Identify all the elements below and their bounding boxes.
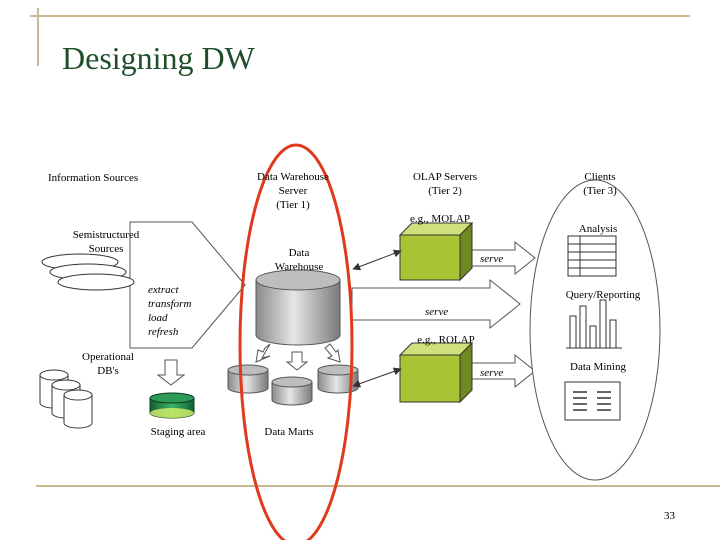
rolap-label: e.g., ROLAP xyxy=(417,334,475,346)
etl-arrow xyxy=(129,221,246,349)
rolap-cube-icon xyxy=(398,341,474,404)
clients-header-line2: (Tier 3) xyxy=(583,185,617,197)
semi-line2: Sources xyxy=(88,243,124,255)
data-mining-label: Data Mining xyxy=(570,361,626,373)
dw-label-line1: Data xyxy=(288,247,310,259)
serve-arrow-main xyxy=(351,278,521,330)
semistructured-sources-label: Semistructured Sources xyxy=(58,228,154,256)
molap-label: e.g., MOLAP xyxy=(410,213,470,225)
dw-server-highlight xyxy=(238,143,354,540)
etl-extract: extract xyxy=(148,284,179,296)
staging-area-icon xyxy=(149,392,195,419)
dw-server-header-line1: Data Warehouse xyxy=(257,171,329,183)
clients-header: Clients (Tier 3) xyxy=(570,170,630,198)
info-sources-header: Information Sources xyxy=(48,172,139,184)
clients-header-line1: Clients xyxy=(584,171,616,183)
operational-dbs-label: Operational DB's xyxy=(68,350,148,378)
data-warehouse-icon xyxy=(255,269,341,346)
etl-load: load xyxy=(148,312,168,324)
dw-server-header: Data Warehouse Server (Tier 1) xyxy=(238,170,348,212)
molap-cube-icon xyxy=(398,221,474,282)
olap-header-line1: OLAP Servers xyxy=(412,171,478,183)
oper-line2: DB's xyxy=(97,365,119,377)
olap-header-line2: (Tier 2) xyxy=(428,185,462,197)
slide-frame xyxy=(30,8,720,487)
serve-arrow-rolap xyxy=(469,353,536,389)
etl-refresh: refresh xyxy=(148,326,179,338)
etl-steps: extract transform load refresh xyxy=(148,283,191,339)
operational-db-icons xyxy=(39,369,93,429)
data-mining-doc-icon xyxy=(564,381,621,421)
serve-label-main: serve xyxy=(425,306,449,318)
query-reporting-chart-icon xyxy=(566,299,622,349)
dw-rolap-link xyxy=(352,367,402,388)
semistructured-disks xyxy=(41,253,135,291)
data-mart-icons xyxy=(227,364,359,406)
mart-arrows xyxy=(255,343,341,371)
serve-label-molap: serve xyxy=(480,253,504,265)
staging-area-label: Staging area xyxy=(150,426,206,438)
etl-transform: transform xyxy=(148,298,192,310)
page-number: 33 xyxy=(664,510,675,522)
slide-title: Designing DW xyxy=(62,40,255,76)
dw-server-header-line3: (Tier 1) xyxy=(276,199,310,211)
serve-label-rolap: serve xyxy=(480,367,504,379)
dw-molap-link xyxy=(352,249,402,271)
data-warehouse-label: Data Warehouse xyxy=(262,246,336,274)
dw-label-line2: Warehouse xyxy=(274,261,324,273)
dw-server-header-line2: Server xyxy=(278,185,308,197)
staging-arrow xyxy=(156,359,186,386)
serve-arrow-molap xyxy=(469,240,536,276)
data-marts-label: Data Marts xyxy=(264,426,314,438)
olap-servers-header: OLAP Servers (Tier 2) xyxy=(395,170,495,198)
analysis-grid-icon xyxy=(567,235,617,277)
oper-line1: Operational xyxy=(82,351,134,363)
semi-line1: Semistructured xyxy=(72,229,140,241)
query-reporting-label: Query/Reporting xyxy=(565,289,641,301)
analysis-label: Analysis xyxy=(578,223,618,235)
